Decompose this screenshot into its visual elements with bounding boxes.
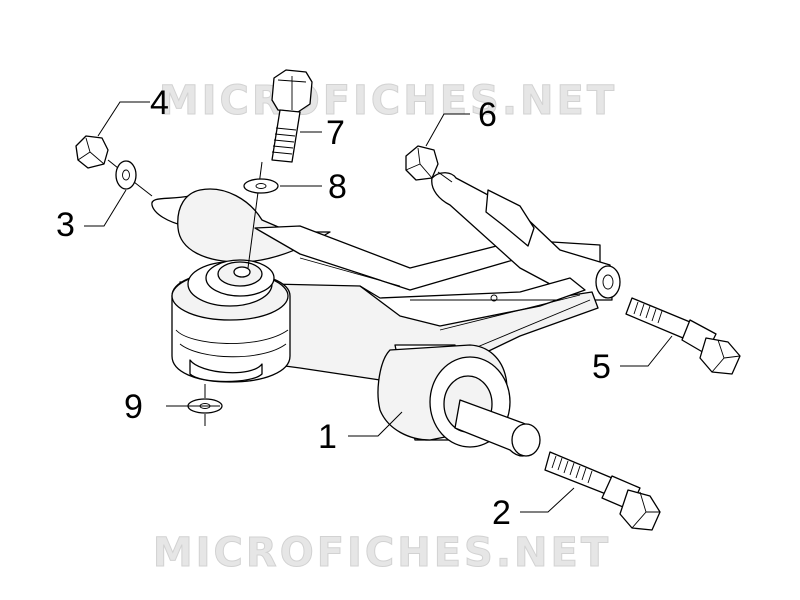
callout-6: 6	[478, 96, 497, 134]
callout-8: 8	[328, 168, 347, 206]
watermark-bottom: MICROFICHES.NET	[153, 530, 611, 576]
callout-2: 2	[492, 494, 511, 532]
nut-right	[405, 145, 453, 183]
callout-1: 1	[318, 418, 337, 456]
nut-left	[75, 135, 109, 169]
swing-arm	[151, 172, 621, 457]
washer-left	[107, 159, 153, 197]
bolt-lower	[544, 451, 661, 531]
callout-9: 9	[124, 388, 143, 426]
washer-bottom	[187, 384, 223, 426]
callout-4: 4	[150, 84, 169, 122]
callout-3: 3	[56, 206, 75, 244]
callout-5: 5	[592, 348, 611, 386]
bolt-right	[625, 297, 741, 375]
callout-7: 7	[326, 114, 345, 152]
watermark-top: MICROFICHES.NET	[159, 78, 617, 124]
bolt-top	[247, 69, 313, 269]
washer-top	[243, 178, 279, 194]
